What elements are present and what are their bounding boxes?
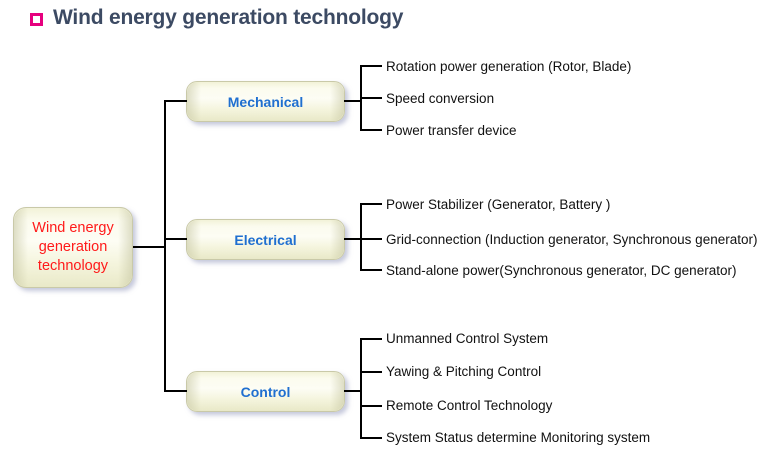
connector-control-leaf-1 [360, 338, 382, 340]
connector-trunk-to-mechanical [164, 100, 187, 102]
leaf-item[interactable]: Remote Control Technology [386, 398, 553, 413]
connector-mechanical-leaf-1 [360, 65, 382, 67]
branch-label-control: Control [240, 383, 291, 400]
root-label-line-2: generation [38, 239, 108, 255]
connector-mechanical-stub [344, 100, 362, 102]
root-node-label: Wind energy generation technology [26, 219, 119, 276]
connector-electrical-leaf-2 [360, 238, 382, 240]
connector-main-trunk [164, 100, 166, 392]
branch-label-mechanical: Mechanical [227, 93, 304, 110]
connector-electrical-spine [360, 203, 362, 271]
connector-mechanical-leaf-3 [360, 129, 382, 131]
branch-node-control[interactable]: Control [186, 371, 345, 412]
page-title-row: Wind energy generation technology [30, 6, 403, 30]
leaf-item[interactable]: System Status determine Monitoring syste… [386, 430, 651, 445]
connector-control-spine [360, 338, 362, 438]
connector-control-leaf-2 [360, 371, 382, 373]
leaf-item[interactable]: Rotation power generation (Rotor, Blade) [386, 59, 632, 74]
branch-label-electrical: Electrical [234, 231, 297, 248]
branch-node-electrical[interactable]: Electrical [186, 219, 345, 260]
hollow-square-icon [30, 12, 43, 26]
connector-root-stub [133, 246, 166, 248]
leaf-item[interactable]: Power transfer device [386, 123, 517, 138]
connector-control-stub [344, 390, 362, 392]
leaf-item[interactable]: Stand-alone power(Synchronous generator,… [386, 263, 737, 278]
connector-electrical-leaf-1 [360, 203, 382, 205]
root-label-line-1: Wind energy [32, 220, 114, 236]
leaf-item[interactable]: Grid-connection (Induction generator, Sy… [386, 232, 758, 247]
root-node[interactable]: Wind energy generation technology [13, 207, 133, 288]
leaf-item[interactable]: Unmanned Control System [386, 331, 549, 346]
root-label-line-3: technology [37, 258, 109, 274]
connector-mechanical-leaf-2 [360, 97, 382, 99]
connector-control-leaf-4 [360, 437, 382, 439]
leaf-item[interactable]: Speed conversion [386, 91, 495, 106]
branch-node-mechanical[interactable]: Mechanical [186, 81, 345, 122]
connector-control-leaf-3 [360, 405, 382, 407]
connector-electrical-stub [344, 238, 362, 240]
leaf-item[interactable]: Power Stabilizer (Generator, Battery ) [386, 197, 611, 212]
connector-trunk-to-control [164, 390, 187, 392]
connector-trunk-to-electrical [164, 238, 187, 240]
connector-electrical-leaf-3 [360, 269, 382, 271]
page-title: Wind energy generation technology [53, 6, 404, 29]
leaf-item[interactable]: Yawing & Pitching Control [386, 364, 542, 379]
